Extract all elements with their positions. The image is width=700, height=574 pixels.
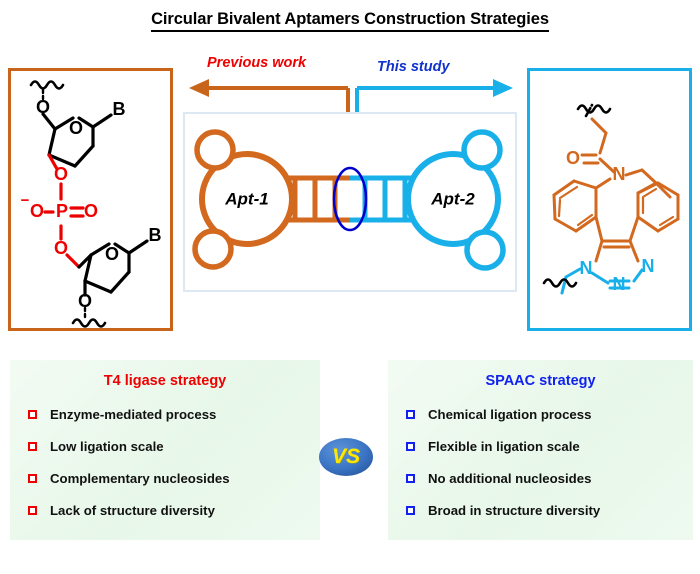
square-bullet-icon <box>28 441 37 451</box>
list-item-label: Flexible in ligation scale <box>428 438 580 454</box>
atom-label-o4: O <box>78 291 92 311</box>
charge-label-minus: − <box>21 192 30 209</box>
atom-label-base-bottom: B <box>149 225 162 245</box>
square-bullet-icon <box>406 409 415 419</box>
bivalent-aptamer-construct-panel: Apt-1 Apt-2 <box>183 112 517 292</box>
strategy-arrow-band: Previous work This study <box>185 55 515 160</box>
list-item: Complementary nucleosides <box>28 462 320 494</box>
ligation-junction-highlight <box>332 166 368 232</box>
square-bullet-icon <box>406 505 415 515</box>
dbco-skeleton <box>552 117 680 263</box>
atom-label-amide-n: N <box>613 164 626 184</box>
list-item: Broad in structure diversity <box>406 494 693 526</box>
t4-ligase-strategy-box: T4 ligase strategy Enzyme-mediated proce… <box>10 360 320 540</box>
square-bullet-icon <box>406 473 415 483</box>
atom-label-o-double: O <box>84 201 98 221</box>
dbco-triazole-structure-svg: O N N N N <box>542 103 680 295</box>
triazole-ring <box>560 267 644 295</box>
spaac-heading: SPAAC strategy <box>485 373 596 389</box>
aptamer-2-shape <box>405 129 506 271</box>
t4-ligase-heading: T4 ligase strategy <box>103 373 227 389</box>
list-item-label: No additional nucleosides <box>428 470 592 486</box>
aptamer-2-label: Apt-2 <box>430 189 475 208</box>
page-title-text: Circular Bivalent Aptamers Construction … <box>151 10 549 32</box>
square-bullet-icon <box>406 441 415 451</box>
phosphodiester-structure-panel: O O B O O − P O O O B O <box>8 68 173 331</box>
previous-work-label: Previous work <box>207 55 307 71</box>
square-bullet-icon <box>28 505 37 515</box>
atom-label-base-top: B <box>113 99 126 119</box>
aptamer-1-shape <box>192 129 295 270</box>
dbco-triazole-structure-panel: O N N N N <box>527 68 692 331</box>
wavy-bond-top-right <box>576 104 612 114</box>
aptamer-1-label: Apt-1 <box>224 189 268 208</box>
atom-label-triazole-n1: N <box>580 258 593 278</box>
list-item: Lack of structure diversity <box>28 494 320 526</box>
phosphodiester-structure-svg: O O B O O − P O O O B O <box>21 80 162 328</box>
list-item-label: Lack of structure diversity <box>50 502 215 518</box>
atom-label-p: P <box>56 201 68 221</box>
list-item-label: Complementary nucleosides <box>50 470 230 486</box>
atom-label-ring-o-bottom: O <box>105 244 119 264</box>
t4-ligase-feature-list: Enzyme-mediated process Low ligation sca… <box>10 398 320 526</box>
this-study-label: This study <box>377 59 450 75</box>
list-item-label: Chemical ligation process <box>428 406 592 422</box>
square-bullet-icon <box>28 473 37 483</box>
wavy-bond-group <box>542 103 612 288</box>
page-title: Circular Bivalent Aptamers Construction … <box>0 10 700 32</box>
list-item-label: Broad in structure diversity <box>428 502 601 518</box>
spaac-strategy-box: SPAAC strategy Chemical ligation process… <box>388 360 693 540</box>
atom-label-o-minus: O <box>30 201 44 221</box>
vs-badge-ellipse <box>319 438 373 476</box>
list-item: No additional nucleosides <box>406 462 693 494</box>
atom-label-triazole-n2: N <box>613 274 626 294</box>
vs-badge-label: VS <box>331 445 360 468</box>
atom-label-o3: O <box>54 238 68 258</box>
square-bullet-icon <box>28 409 37 419</box>
list-item: Flexible in ligation scale <box>406 430 693 462</box>
wavy-bond-bottom <box>71 318 107 328</box>
vs-badge: VS <box>318 437 374 477</box>
atom-label-triazole-n3: N <box>642 256 655 276</box>
list-item: Low ligation scale <box>28 430 320 462</box>
list-item: Enzyme-mediated process <box>28 398 320 430</box>
wavy-bond-top <box>29 80 65 90</box>
atom-label-o2: O <box>54 164 68 184</box>
atom-label-o1: O <box>36 97 50 117</box>
list-item-label: Enzyme-mediated process <box>50 406 217 422</box>
list-item: Chemical ligation process <box>406 398 693 430</box>
wavy-bond-bottom-right <box>542 278 578 288</box>
atom-label-carbonyl-o: O <box>566 148 580 168</box>
spaac-feature-list: Chemical ligation process Flexible in li… <box>388 398 693 526</box>
list-item-label: Low ligation scale <box>50 438 164 454</box>
phosphate-group <box>43 182 85 269</box>
atom-label-ring-o-top: O <box>69 118 83 138</box>
bivalent-aptamer-construct-svg: Apt-1 Apt-2 <box>192 129 506 271</box>
